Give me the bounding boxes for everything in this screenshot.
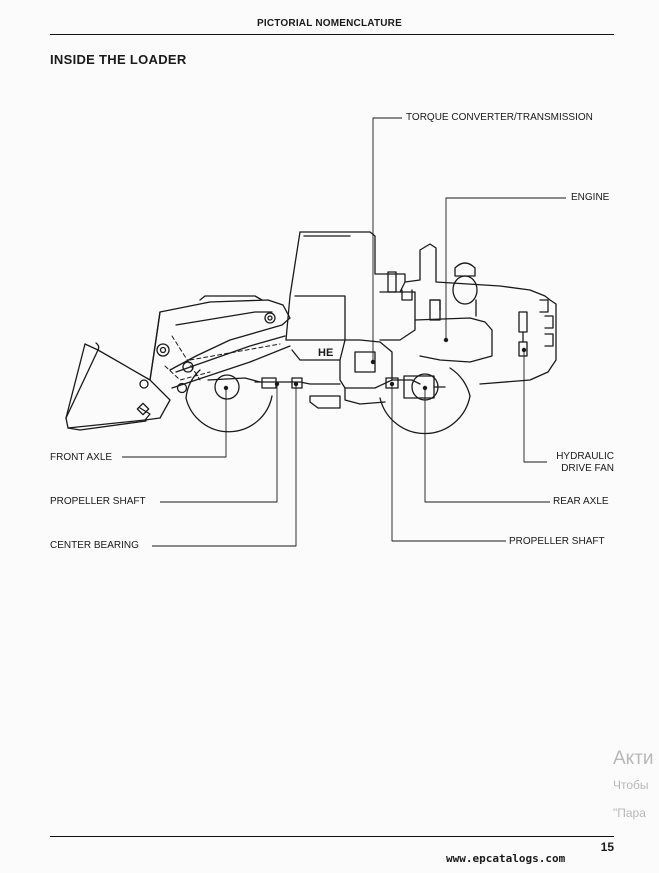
watermark-line1: Акти	[613, 748, 654, 769]
page-number: 15	[600, 840, 614, 854]
lift-arm	[149, 295, 291, 389]
label-front-axle: FRONT AXLE	[50, 452, 113, 463]
driveline	[207, 375, 446, 409]
cab	[285, 231, 406, 361]
label-torque-converter-transmission: TORQUE CONVERTER/TRANSMISSION	[406, 112, 593, 123]
label-propeller-shaft-front: PROPELLER SHAFT	[50, 496, 146, 507]
label-hydraulic-drive-fan-line2: DRIVE FAN	[561, 463, 614, 474]
transmission	[339, 339, 393, 405]
engine-hood	[379, 243, 557, 385]
label-center-bearing: CENTER BEARING	[50, 540, 139, 551]
hidden-lines	[164, 335, 281, 381]
header-rule	[50, 34, 614, 35]
label-hydraulic-drive-fan-line1: HYDRAULIC	[556, 451, 614, 462]
hydraulic-fan	[518, 311, 528, 357]
bucket	[65, 342, 171, 431]
engine-block	[414, 262, 493, 363]
label-rear-axle: REAR AXLE	[553, 496, 609, 507]
footer-rule	[50, 836, 614, 837]
watermark-line2: Чтобы	[613, 778, 649, 792]
leader-lines	[122, 117, 566, 547]
page-header-title: PICTORIAL NOMENCLATURE	[257, 18, 402, 29]
section-title: INSIDE THE LOADER	[50, 52, 187, 67]
watermark-line3: "Пара	[613, 806, 646, 820]
front-wheel	[185, 369, 273, 433]
label-hydraulic-drive-fan: HYDRAULIC DRIVE FAN	[552, 451, 614, 475]
label-engine: ENGINE	[571, 192, 610, 203]
leader-dots	[223, 337, 527, 391]
site-url[interactable]: www.epcatalogs.com	[446, 852, 566, 865]
diagram-marking: HE	[318, 347, 333, 359]
label-propeller-shaft-rear: PROPELLER SHAFT	[509, 536, 605, 547]
